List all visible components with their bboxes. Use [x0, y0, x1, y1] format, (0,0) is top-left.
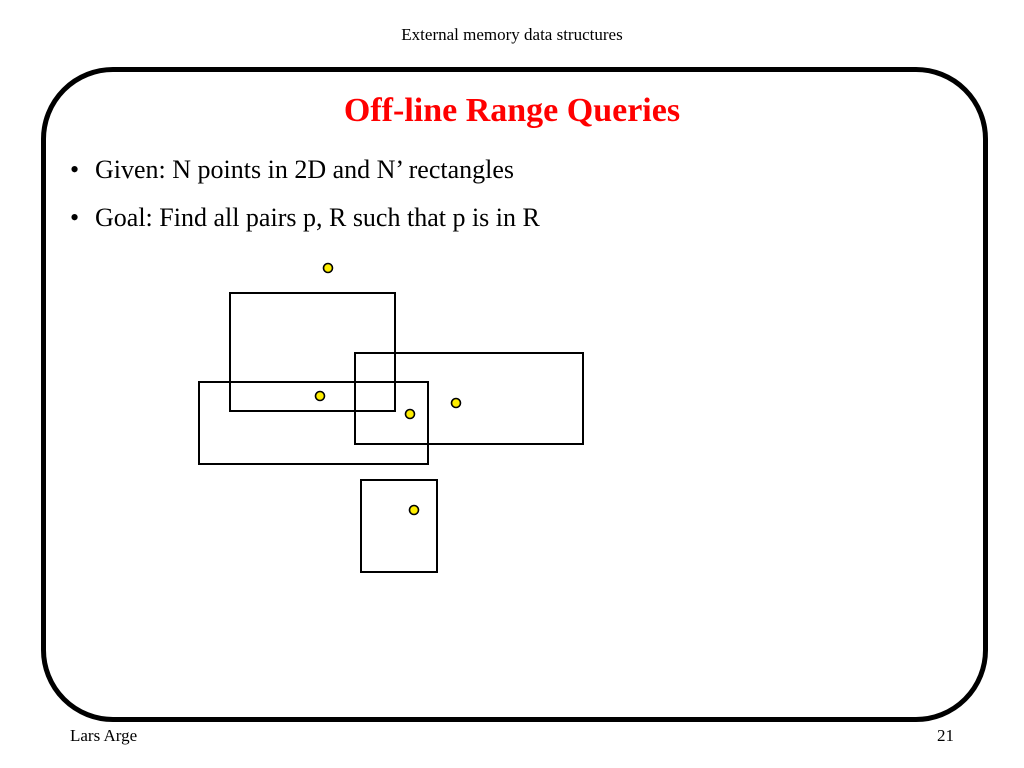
slide-frame [41, 67, 988, 722]
page-number: 21 [937, 726, 954, 745]
data-point [450, 397, 462, 409]
data-point [404, 408, 416, 420]
bullet-text: Goal: Find all pairs p, R such that p is… [95, 203, 540, 232]
bullet-item: • Given: N points in 2D and N’ rectangles [70, 153, 540, 187]
query-rectangle [354, 352, 584, 445]
data-point [314, 390, 326, 402]
data-point [322, 262, 334, 274]
bullet-list: • Given: N points in 2D and N’ rectangles… [70, 153, 540, 249]
slide-title: Off-line Range Queries [343, 92, 681, 129]
data-point [408, 504, 420, 516]
footer-author: Lars Arge [70, 726, 138, 745]
bullet-text: Given: N points in 2D and N’ rectangles [95, 155, 515, 184]
bullet-icon: • [70, 203, 80, 232]
course-title: External memory data structures [401, 25, 623, 44]
query-rectangle [360, 479, 438, 573]
bullet-icon: • [70, 155, 80, 184]
query-rectangle [198, 381, 429, 465]
bullet-item: • Goal: Find all pairs p, R such that p i… [70, 201, 540, 235]
